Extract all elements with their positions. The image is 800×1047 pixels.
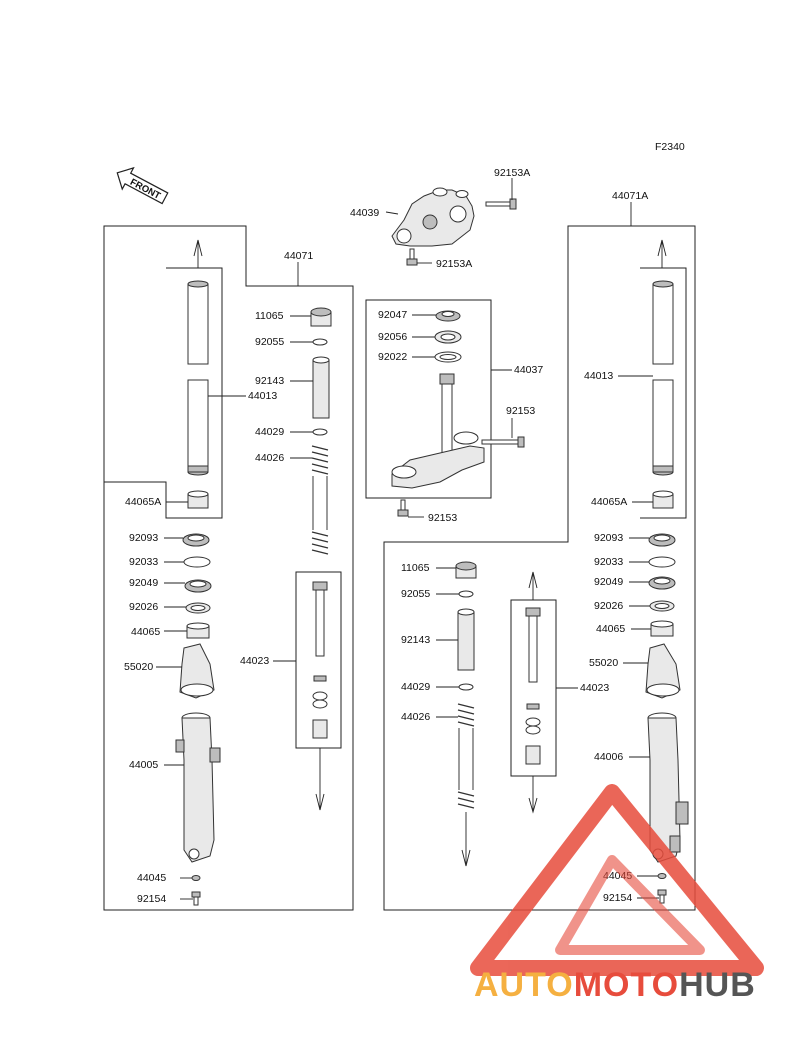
- label-right-oil-seal: 92049: [594, 576, 623, 588]
- label-left-cap: 11065: [255, 310, 284, 322]
- stem-nut-part: [435, 310, 461, 322]
- label-stem-nut: 92047: [378, 309, 407, 321]
- label-right-dust-seal: 92093: [594, 532, 623, 544]
- label-right-cap: 11065: [401, 562, 430, 574]
- left-cap-part: [310, 307, 332, 327]
- left-pipe-part: [312, 356, 330, 419]
- svg-text:AUTOMOTOHUB: AUTOMOTOHUB: [474, 966, 756, 1004]
- left-gasket-part: [191, 875, 201, 881]
- label-left-collar: 44029: [255, 426, 284, 438]
- left-washer-part: [185, 602, 211, 614]
- watermark-text: AUTOMOTOHUB: [474, 966, 756, 1004]
- label-right-bush: 44065: [596, 623, 625, 635]
- label-right-pipe: 92143: [401, 634, 430, 646]
- steering-stem-part: [391, 373, 485, 489]
- label-right-collar: 44029: [401, 681, 430, 693]
- left-cartridge-part: [312, 581, 328, 739]
- stem-washer-part: [434, 330, 462, 344]
- label-left-oil-seal: 92049: [129, 577, 158, 589]
- label-steering-stem: 44037: [514, 364, 543, 376]
- label-right-tube: 44013: [584, 370, 613, 382]
- right-cartridge-part: [525, 607, 541, 765]
- label-left-clip: 92033: [129, 556, 158, 568]
- label-right-cartridge: 44023: [580, 682, 609, 694]
- label-left-bush-a: 44065A: [125, 496, 161, 508]
- steering-stem-box: [365, 299, 492, 499]
- label-left-washer: 92026: [129, 601, 158, 613]
- watermark-part1: AUTO: [474, 966, 574, 1004]
- label-stem-bolt-1: 92153: [506, 405, 535, 417]
- top-bolt-lower-part: [406, 248, 418, 266]
- left-inner-tube-part: [187, 280, 209, 476]
- label-right-bush-a: 44065A: [591, 496, 627, 508]
- left-bush-a-part: [187, 490, 209, 509]
- label-left-bush: 44065: [131, 626, 160, 638]
- right-washer-part: [649, 600, 675, 612]
- right-outer-tube-part: [647, 712, 689, 863]
- label-top-bridge: 44039: [350, 207, 379, 219]
- label-left-assy: 44071: [284, 250, 313, 262]
- label-left-spring: 44026: [255, 452, 284, 464]
- right-bush-a-part: [652, 490, 674, 509]
- right-bush-part: [650, 620, 674, 637]
- top-bolt-part: [485, 198, 517, 210]
- stem-bolt-lower-part: [397, 499, 409, 517]
- label-right-assy: 44071A: [612, 190, 648, 202]
- watermark-part3: HUB: [679, 966, 756, 1004]
- stem-bolt-part: [481, 436, 525, 448]
- label-right-clip: 92033: [594, 556, 623, 568]
- label-top-bolt-1: 92153A: [494, 167, 530, 179]
- right-cap-part: [455, 561, 477, 579]
- left-outer-tube-part: [175, 712, 221, 863]
- label-right-outer: 44006: [594, 751, 623, 763]
- right-oil-seal-part: [648, 576, 676, 590]
- left-oil-seal-part: [184, 579, 212, 593]
- label-top-bolt-2: 92153A: [436, 258, 472, 270]
- left-bush-part: [186, 622, 210, 639]
- left-clip-part: [183, 556, 211, 568]
- left-oring-part: [312, 338, 328, 346]
- left-dust-seal-part: [182, 533, 210, 547]
- right-dust-seal-part: [648, 533, 676, 547]
- label-left-dust-seal: 92093: [129, 532, 158, 544]
- label-stem-bolt-2: 92153: [428, 512, 457, 524]
- label-left-oring: 92055: [255, 336, 284, 348]
- right-fork-assembly-box: [383, 225, 696, 911]
- label-left-bolt: 92154: [137, 893, 166, 905]
- stem-seal-part: [434, 351, 462, 363]
- label-right-bolt: 92154: [603, 892, 632, 904]
- right-guard-part: [645, 643, 681, 699]
- right-oring-part: [458, 590, 474, 598]
- label-right-oring: 92055: [401, 588, 430, 600]
- label-left-pipe: 92143: [255, 375, 284, 387]
- label-stem-seal: 92022: [378, 351, 407, 363]
- right-inner-tube-part: [652, 280, 674, 476]
- right-bolt-part: [657, 889, 667, 904]
- left-spring-part: [311, 445, 329, 555]
- label-left-guard: 55020: [124, 661, 153, 673]
- right-gasket-part: [657, 873, 667, 879]
- left-guard-part: [179, 643, 215, 699]
- right-clip-part: [648, 556, 676, 568]
- top-bridge-part: [391, 187, 475, 247]
- left-bolt-part: [191, 891, 201, 906]
- front-arrow-icon: FRONT: [116, 166, 169, 205]
- label-left-cartridge: 44023: [240, 655, 269, 667]
- right-spring-part: [457, 703, 475, 809]
- label-left-outer: 44005: [129, 759, 158, 771]
- watermark-part2: MOTO: [574, 966, 679, 1004]
- figure-code: F2340: [655, 141, 685, 153]
- label-right-washer: 92026: [594, 600, 623, 612]
- left-collar-part: [312, 428, 328, 436]
- right-pipe-part: [457, 608, 475, 671]
- label-right-guard: 55020: [589, 657, 618, 669]
- label-left-gasket: 44045: [137, 872, 166, 884]
- label-left-tube: 44013: [248, 390, 277, 402]
- left-fork-assembly-box: [103, 225, 354, 911]
- label-right-spring: 44026: [401, 711, 430, 723]
- right-collar-part: [458, 683, 474, 691]
- watermark-logo-icon: [470, 784, 764, 976]
- label-stem-washer: 92056: [378, 331, 407, 343]
